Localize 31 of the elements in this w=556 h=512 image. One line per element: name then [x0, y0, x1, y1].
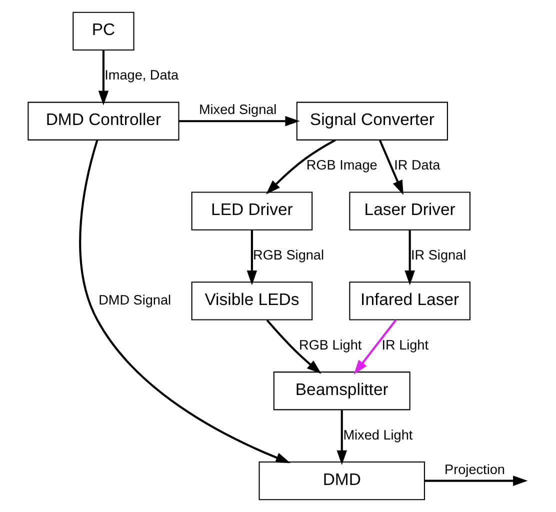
- edge-label: RGB Signal: [252, 248, 324, 263]
- arrow: [98, 50, 108, 106]
- arrow: [266, 319, 321, 374]
- edge-label: Image, Data: [104, 68, 178, 83]
- arrow: [265, 139, 336, 194]
- node-box: Infared Laser: [348, 282, 470, 320]
- edge-label: Mixed Signal: [198, 102, 276, 118]
- node-box: Beamsplitter: [272, 372, 410, 410]
- node-box: Signal Converter: [296, 102, 448, 140]
- edge-label: IR Light: [381, 337, 428, 352]
- node-box: PC: [72, 12, 134, 51]
- node-box: Visible LEDs: [190, 282, 312, 320]
- edge-label: IR Data: [394, 158, 440, 173]
- arrow: [246, 230, 257, 286]
- arrow: [178, 116, 300, 126]
- edge-label: IR Signal: [410, 248, 466, 263]
- node-box: Laser Driver: [348, 192, 470, 230]
- edge-label: RGB Light: [298, 337, 362, 352]
- arrow: [378, 140, 403, 196]
- arrow: [336, 410, 346, 466]
- arrow: [78, 140, 290, 464]
- node-box: DMD: [258, 461, 424, 500]
- arrow: [424, 476, 528, 486]
- arrow: [353, 320, 396, 374]
- edge-label: Mixed Light: [342, 427, 412, 442]
- edge-label: DMD Signal: [98, 292, 171, 308]
- edge-label: Projection: [444, 462, 504, 477]
- arrow: [404, 230, 414, 286]
- node-box: LED Driver: [190, 192, 312, 230]
- edge-label: RGB Image: [306, 158, 377, 173]
- node-box: DMD Controller: [27, 102, 179, 140]
